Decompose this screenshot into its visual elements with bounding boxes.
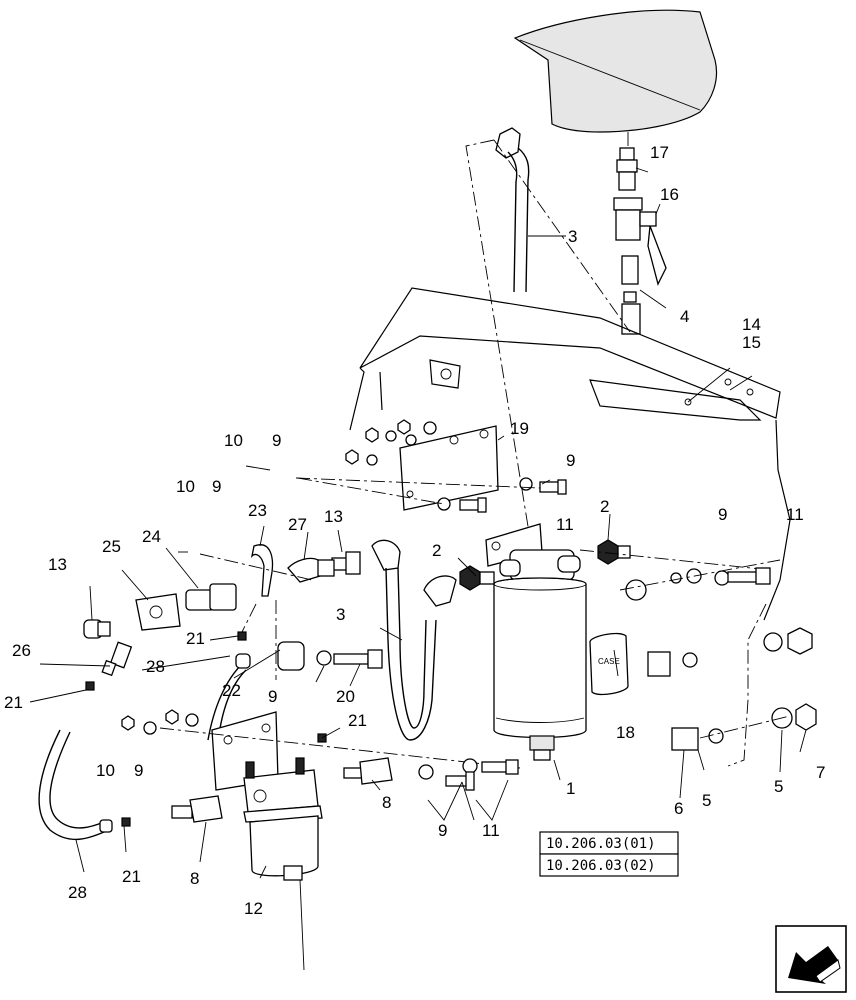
callout-10-a: 10 [224,431,243,450]
callout-21-d: 21 [122,867,141,886]
callout-21-a: 21 [186,629,205,648]
callout-20: 20 [336,687,355,706]
callout-2-right: 2 [600,497,609,516]
fitting-8-upper [343,757,393,785]
fitting-8-lower [171,795,223,823]
callout-3-lower: 3 [336,605,345,624]
hardware-right [619,559,817,751]
callout-9-b: 9 [212,477,221,496]
callout-27: 27 [288,515,307,534]
reference-2[interactable]: 10.206.03(02) [546,858,656,874]
decal-18: CASE [589,632,629,696]
callout-23: 23 [248,501,267,520]
hardware-near-19 [345,419,567,513]
callout-9-g: 9 [438,821,447,840]
fitting-2-right [597,539,631,565]
callout-21-c: 21 [348,711,367,730]
fitting-13-right [331,551,361,575]
callout-1: 1 [566,779,575,798]
tee-25 [135,593,181,631]
callout-11-a: 11 [556,515,574,534]
callout-9-d: 9 [718,505,727,524]
callout-15: 15 [742,333,761,352]
reference-boxes: 10.206.03(01) 10.206.03(02) [539,831,679,877]
callout-28-right: 28 [146,657,165,676]
callout-9-f: 9 [134,761,143,780]
hardware-bottom [418,758,519,791]
callout-21-b: 21 [4,693,23,712]
fitting-2-left [459,565,495,591]
main-fuel-filter-1 [485,523,587,761]
fitting-26 [101,641,133,677]
bracket-19 [399,425,499,511]
callout-4: 4 [680,307,689,326]
callout-22: 22 [222,681,241,700]
callout-7: 7 [816,763,825,782]
arrow-back-icon[interactable] [775,925,847,993]
hose-3-upper [495,127,530,293]
callout-16: 16 [660,185,679,204]
callout-14: 14 [742,315,761,334]
callout-6: 6 [674,799,683,818]
hose-3-lower [371,539,457,741]
callout-25: 25 [102,537,121,556]
callout-17: 17 [650,143,669,162]
callout-13-right: 13 [324,507,343,526]
callout-28-left: 28 [68,883,87,902]
callout-3-upper: 3 [568,227,577,246]
svg-text:CASE: CASE [598,657,620,666]
leader-lines [29,167,807,879]
callout-18: 18 [616,723,635,742]
fitting-17 [616,147,638,191]
reference-1[interactable]: 10.206.03(01) [546,836,656,852]
secondary-filter-bracket [121,709,521,791]
callout-26: 26 [12,641,31,660]
callout-labels: 1 2 2 3 3 4 5 5 6 7 8 8 9 9 9 9 9 9 9 10… [4,143,825,918]
callout-8-upper: 8 [382,793,391,812]
ball-valve-16 [613,197,667,286]
callout-11-c: 11 [482,821,500,840]
callout-10-c: 10 [96,761,115,780]
chassis-frame [349,287,791,767]
secondary-filter-12 [243,757,323,971]
spacer-22 [277,641,383,671]
callout-2-left: 2 [432,541,441,560]
coupling-24 [185,583,237,611]
fitting-27 [287,557,335,583]
callout-9-e: 9 [268,687,277,706]
callout-12: 12 [244,899,263,918]
callout-13-left: 13 [48,555,67,574]
fitting-13-left [83,619,111,639]
callout-5-a: 5 [702,791,711,810]
hose-28 [38,653,251,840]
callout-10-b: 10 [176,477,195,496]
clip-23 [250,544,274,597]
callout-9-a: 9 [272,431,281,450]
callout-11-b: 11 [786,505,804,524]
callout-5-b: 5 [774,777,783,796]
callout-8-lower: 8 [190,869,199,888]
fuel-tank [513,9,718,133]
callout-19: 19 [510,419,529,438]
fitting-4 [621,255,641,335]
callout-9-c: 9 [566,451,575,470]
callout-24: 24 [142,527,161,546]
